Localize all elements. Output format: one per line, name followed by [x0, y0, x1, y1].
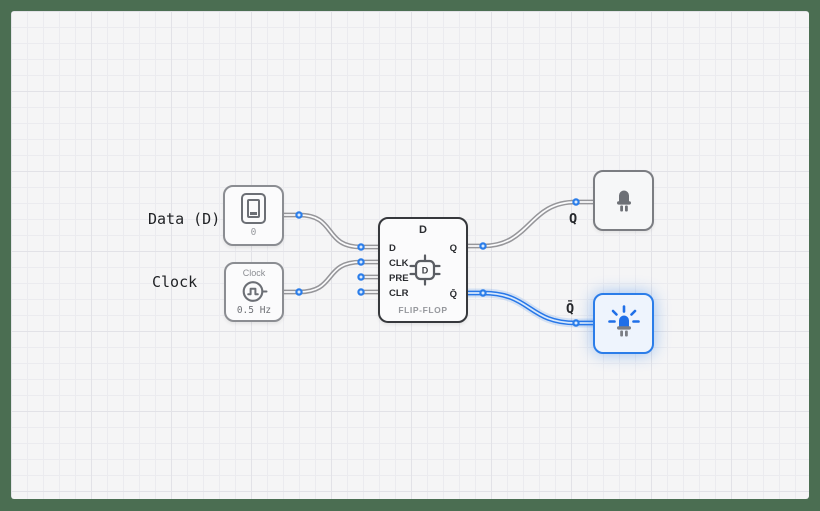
- led-q-off[interactable]: [593, 170, 654, 231]
- wire-clock-to-clk[interactable]: [280, 259, 381, 295]
- clock-frequency: 0.5 Hz: [236, 305, 272, 316]
- pin-label-qbar: Q̄: [449, 289, 457, 300]
- clock-input-label: Clock: [152, 273, 198, 291]
- svg-text:D: D: [422, 266, 429, 276]
- clock-title: Clock: [242, 268, 266, 278]
- led-on-icon: [607, 304, 640, 336]
- wire-qbar-to-led[interactable]: [462, 288, 598, 328]
- pin-label-pre: PRE: [389, 273, 409, 284]
- led-off-icon: [616, 190, 631, 211]
- q-output-label: Q: [569, 211, 578, 227]
- flip-flop-footer: FLIP-FLOP: [398, 305, 448, 315]
- led-qbar-on[interactable]: [593, 293, 654, 354]
- data-input-label: Data (D): [148, 210, 221, 228]
- flip-flop-component[interactable]: D D CLK PRE CLR Q Q̄ D FLIP-FLOP: [378, 217, 468, 323]
- pin-label-d: D: [389, 243, 396, 254]
- q-bar-output-label: Q̄: [566, 301, 575, 317]
- wire-q-to-led[interactable]: [464, 199, 596, 249]
- wire-switch-to-d[interactable]: [280, 212, 381, 250]
- pin-label-clk: CLK: [389, 258, 409, 269]
- switch-icon: [241, 193, 266, 224]
- flip-flop-top-label: D: [419, 224, 427, 236]
- connection-ports[interactable]: [295, 198, 580, 327]
- pin-label-clr: CLR: [389, 288, 409, 299]
- clock-component[interactable]: Clock 0.5 Hz: [224, 262, 284, 322]
- switch-value: 0: [250, 227, 257, 238]
- pin-label-q: Q: [449, 243, 457, 254]
- clock-icon: [242, 281, 267, 302]
- chip-icon: D: [409, 254, 441, 286]
- data-switch-component[interactable]: 0: [223, 185, 284, 246]
